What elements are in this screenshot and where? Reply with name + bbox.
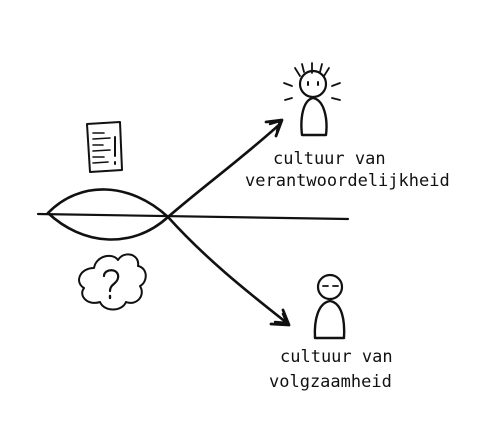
baseline bbox=[36, 212, 350, 221]
top-label-line1: cultuur van bbox=[273, 149, 386, 169]
top-label-line2: verantwoordelijkheid bbox=[245, 171, 450, 191]
sleepy-person-icon bbox=[313, 273, 346, 340]
happy-person-icon bbox=[283, 62, 341, 137]
arrow-down-head bbox=[269, 308, 291, 327]
question-cloud-icon bbox=[78, 253, 147, 311]
lens-lower-curve bbox=[46, 211, 170, 241]
bottom-label-line1: cultuur van bbox=[280, 347, 393, 367]
document-icon bbox=[86, 121, 123, 173]
arrow-up-line bbox=[166, 122, 282, 219]
lens-upper-curve bbox=[46, 188, 170, 219]
bottom-label-line2: volgzaamheid bbox=[269, 372, 392, 392]
arrow-down-line bbox=[166, 215, 289, 325]
